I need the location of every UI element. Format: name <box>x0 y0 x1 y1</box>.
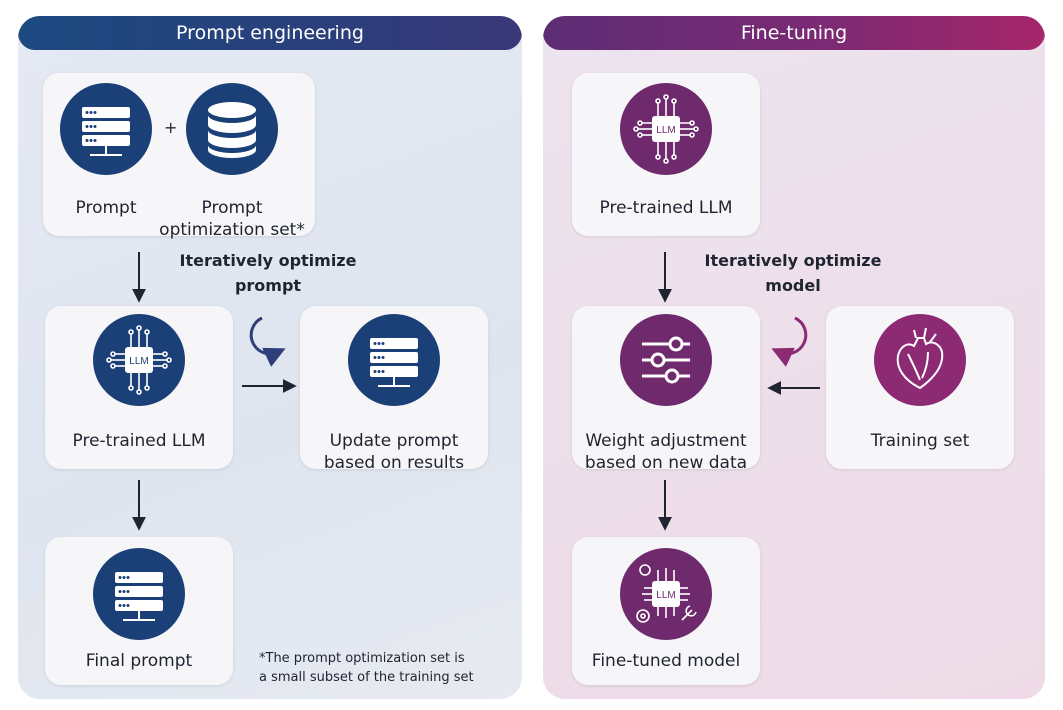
inputs-card: + Prompt Prompt optimization set* <box>43 73 315 240</box>
chip-gear-wrench-icon: LLM <box>620 548 712 640</box>
finetuned-chip-text: LLM <box>656 590 675 601</box>
llm-chip-icon-right: LLM <box>620 83 712 175</box>
fine-tuned-model-label: Fine-tuned model <box>591 651 741 671</box>
prompt-engineering-panel: Prompt engineering + Prompt <box>18 16 522 699</box>
pretrained-llm-label: Pre-trained LLM <box>72 431 206 451</box>
training-set-label: Training set <box>870 431 970 451</box>
update-prompt-label-line2: based on results <box>323 453 465 473</box>
update-prompt-card: Update prompt based on results <box>300 306 488 473</box>
iterate-model-cycle-icon <box>771 316 808 367</box>
pretrained-llm-label-right: Pre-trained LLM <box>599 198 733 218</box>
optimization-set-label-line2: optimization set* <box>159 220 305 240</box>
iterate-model-note-line1: Iteratively optimize <box>704 251 882 270</box>
update-server-icon <box>348 314 440 406</box>
optimization-set-database-icon <box>186 83 278 175</box>
fine-tuned-model-card: LLM Fine-tuned model <box>572 537 760 685</box>
prompt-label: Prompt <box>75 198 137 218</box>
update-prompt-label-line1: Update prompt <box>329 431 459 451</box>
weight-adjustment-label-line2: based on new data <box>584 453 748 473</box>
final-server-icon <box>93 548 185 640</box>
optimization-set-label-line1: Prompt <box>201 198 263 218</box>
llm-chip-text: LLM <box>129 356 148 367</box>
pretrained-llm-card: LLM Pre-trained LLM <box>45 306 233 469</box>
prompt-engineering-header: Prompt engineering <box>18 16 522 50</box>
iterate-prompt-note-line1: Iteratively optimize <box>179 251 357 270</box>
footnote-line1: *The prompt optimization set is <box>259 651 465 666</box>
training-set-card: Training set <box>826 306 1014 469</box>
final-prompt-label: Final prompt <box>85 651 193 671</box>
iterate-prompt-cycle-icon <box>249 316 286 367</box>
sliders-icon <box>620 314 712 406</box>
iterate-prompt-note-line2: prompt <box>234 276 302 295</box>
weight-adjustment-label-line1: Weight adjustment <box>585 431 747 451</box>
prompt-server-icon <box>60 83 152 175</box>
fine-tuning-header: Fine-tuning <box>543 16 1045 50</box>
iterate-model-note-line2: model <box>765 276 821 295</box>
llm-chip-icon: LLM <box>93 314 185 406</box>
footnote-line2: a small subset of the training set <box>259 670 474 685</box>
final-prompt-card: Final prompt <box>45 537 233 685</box>
plus-sign: + <box>164 118 178 137</box>
llm-chip-text-right: LLM <box>656 125 675 136</box>
weight-adjustment-card: Weight adjustment based on new data <box>572 306 760 473</box>
pretrained-llm-card-right: LLM Pre-trained LLM <box>572 73 760 236</box>
heart-icon <box>874 314 966 406</box>
